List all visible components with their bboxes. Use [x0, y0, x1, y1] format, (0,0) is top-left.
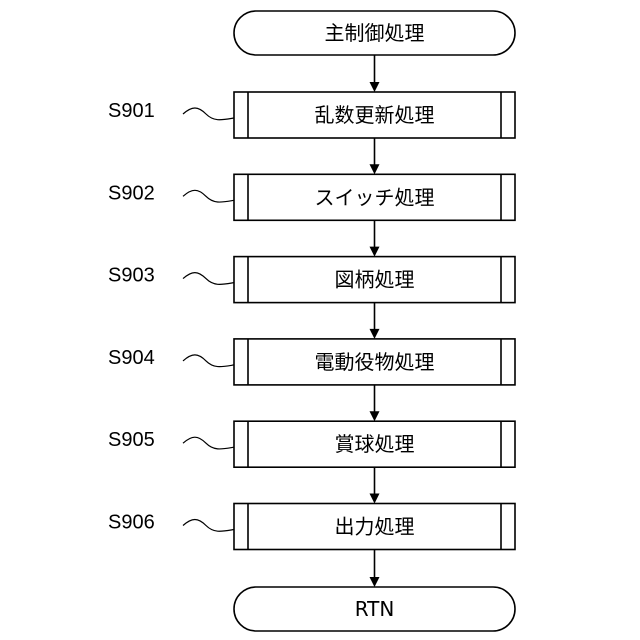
process-steps: 乱数更新処理 S901 スイッチ処理 S902 図柄処理 S903 電動役物処理 S904 賞球… — [108, 92, 515, 550]
end-terminal-label: RTN — [355, 597, 395, 621]
flow-arrowhead — [370, 329, 380, 339]
process-step-s901: 乱数更新処理 S901 — [108, 92, 515, 138]
step-id-label: S905 — [108, 429, 155, 451]
flow-arrow — [370, 303, 380, 339]
process-step-s904: 電動役物処理 S904 — [108, 339, 515, 385]
flow-arrowhead — [370, 82, 380, 92]
flow-arrow — [370, 138, 380, 174]
flow-arrowhead — [370, 247, 380, 257]
flow-arrow — [370, 55, 380, 92]
process-box-label: スイッチ処理 — [315, 185, 435, 209]
process-box-label: 出力処理 — [335, 515, 415, 539]
flow-arrow — [370, 385, 380, 421]
step-id-label: S903 — [108, 265, 155, 287]
step-id-label: S906 — [108, 512, 155, 534]
process-step-s905: 賞球処理 S905 — [108, 421, 515, 467]
flow-arrow — [370, 467, 380, 503]
start-terminal-label: 主制御処理 — [325, 21, 425, 45]
process-box-label: 電動役物処理 — [315, 350, 435, 374]
step-id-label: S902 — [108, 182, 155, 204]
flow-arrowhead — [370, 494, 380, 504]
step-id-label: S901 — [108, 100, 155, 122]
flow-arrowhead — [370, 577, 380, 587]
process-box-label: 図柄処理 — [335, 268, 415, 292]
flow-arrow — [370, 550, 380, 588]
step-leader-line — [183, 520, 234, 532]
process-step-s903: 図柄処理 S903 — [108, 257, 515, 303]
step-leader-line — [183, 108, 234, 120]
start-terminal: 主制御処理 — [234, 11, 515, 55]
end-terminal: RTN — [234, 587, 515, 631]
process-box-label: 賞球処理 — [335, 432, 415, 456]
flow-arrowhead — [370, 164, 380, 174]
flow-arrowhead — [370, 411, 380, 421]
process-step-s906: 出力処理 S906 — [108, 504, 515, 550]
step-leader-line — [183, 355, 234, 367]
step-id-label: S904 — [108, 347, 155, 369]
step-leader-line — [183, 190, 234, 202]
process-step-s902: スイッチ処理 S902 — [108, 174, 515, 220]
process-box-label: 乱数更新処理 — [315, 103, 435, 127]
step-leader-line — [183, 437, 234, 449]
flow-arrow — [370, 220, 380, 256]
step-leader-line — [183, 273, 234, 285]
